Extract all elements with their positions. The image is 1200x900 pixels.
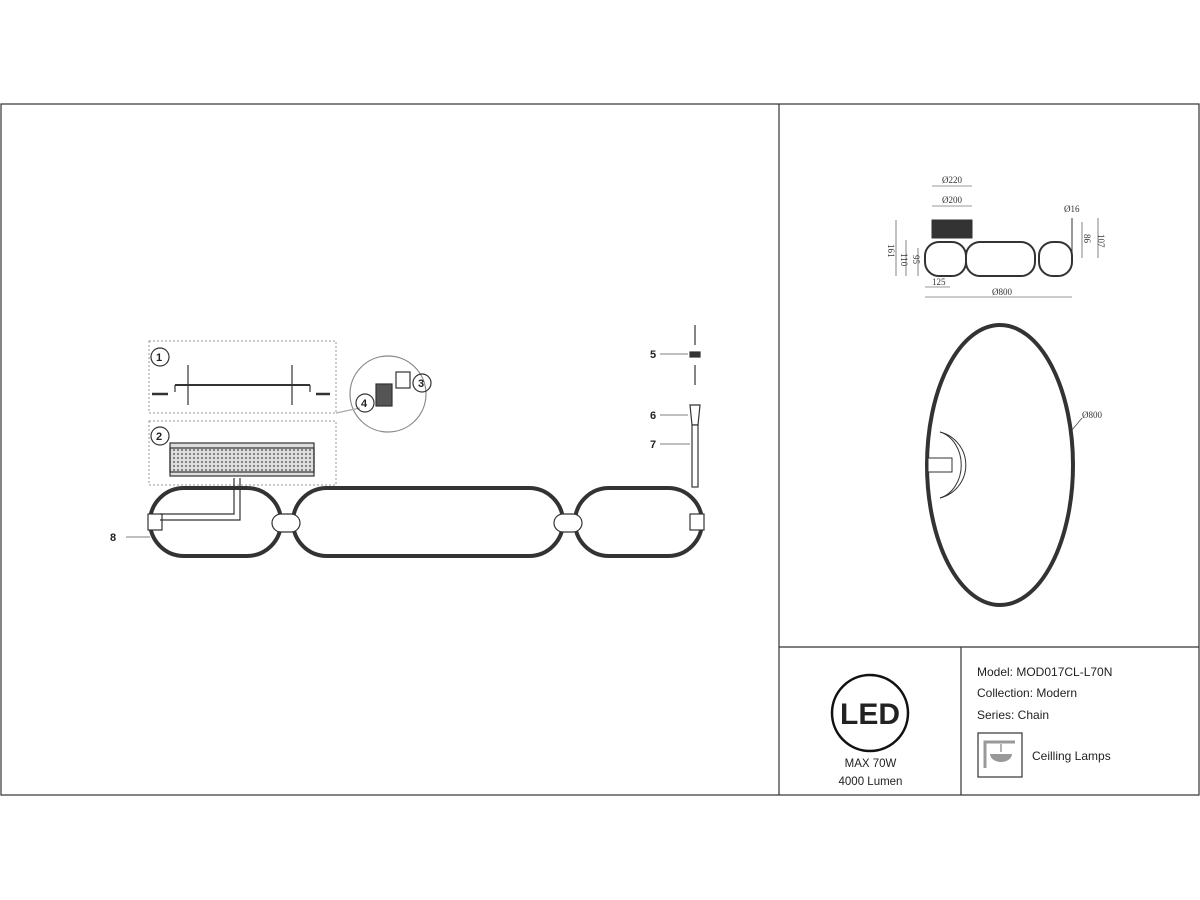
led-logo: LED bbox=[830, 673, 910, 753]
dim-canopy-inner: Ø200 bbox=[942, 195, 962, 205]
ceiling-lamp-icon bbox=[977, 732, 1023, 778]
dim-rod-long: 107 bbox=[1096, 234, 1106, 248]
led-logo-text: LED bbox=[840, 698, 900, 731]
step-2-label: 2 bbox=[156, 431, 162, 443]
model-label: Model: MOD017CL-L70N bbox=[977, 665, 1113, 679]
step-labels: 1 2 3 4 5 6 7 8 bbox=[110, 349, 656, 544]
lumen-output: 4000 Lumen bbox=[838, 776, 903, 788]
series-label: Series: Chain bbox=[977, 708, 1050, 722]
dim-rod: Ø16 bbox=[1064, 204, 1080, 214]
step-4-label: 4 bbox=[361, 398, 368, 410]
dim-canopy-outer: Ø220 bbox=[942, 175, 962, 185]
step-8-label: 8 bbox=[110, 532, 116, 544]
sheet-frame bbox=[0, 103, 1200, 796]
dim-height-ring: 95 bbox=[911, 255, 921, 265]
dimension-labels: Ø220 Ø200 Ø16 161 110 95 125 Ø800 86 107 bbox=[886, 175, 1106, 297]
dim-ellipse: Ø800 bbox=[1082, 410, 1102, 420]
dim-height-total: 161 bbox=[886, 244, 896, 258]
max-power: MAX 70W bbox=[844, 758, 897, 770]
side-elevation bbox=[895, 185, 1099, 298]
step-6-label: 6 bbox=[650, 410, 656, 422]
dim-rod-short: 86 bbox=[1082, 234, 1092, 244]
step-5-label: 5 bbox=[650, 349, 656, 361]
step-1-label: 1 bbox=[156, 352, 162, 364]
assembly-drawing bbox=[126, 325, 705, 558]
led-specs: MAX 70W 4000 Lumen bbox=[780, 755, 961, 791]
top-view bbox=[925, 323, 1083, 607]
dim-length: Ø800 bbox=[992, 287, 1012, 297]
lamp-type-label: Ceilling Lamps bbox=[1032, 749, 1111, 763]
step-3-label: 3 bbox=[418, 378, 424, 390]
step-7-label: 7 bbox=[650, 439, 656, 451]
dim-height-mid: 110 bbox=[899, 253, 909, 267]
collection-label: Collection: Modern bbox=[977, 686, 1078, 700]
dim-offset: 125 bbox=[932, 277, 946, 287]
